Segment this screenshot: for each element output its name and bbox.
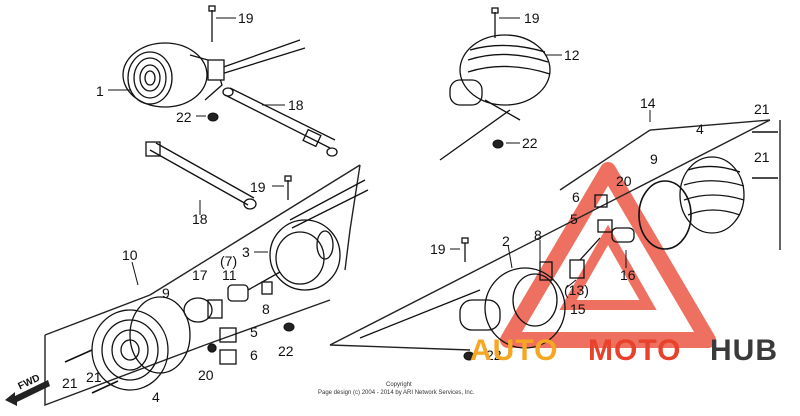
left-assembly-outline bbox=[44, 164, 361, 407]
part-18-stalk-bottom-icon bbox=[145, 141, 257, 210]
part-21-screws-right-icon bbox=[752, 131, 778, 179]
label-18: 18 bbox=[192, 211, 208, 227]
right-assembly-outline bbox=[329, 119, 781, 351]
label-22: 22 bbox=[522, 135, 538, 151]
label-20: 20 bbox=[198, 367, 214, 383]
label-16: 16 bbox=[620, 267, 636, 283]
label-14: 14 bbox=[640, 95, 656, 111]
label-19: 19 bbox=[250, 179, 266, 195]
part-17-bulb-icon bbox=[183, 297, 223, 323]
label-2: 2 bbox=[502, 233, 510, 249]
label-19: 19 bbox=[524, 10, 540, 26]
fwd-arrow-icon bbox=[5, 380, 50, 406]
watermark-hub: HUB bbox=[710, 334, 778, 367]
part-21-screws-left-icon bbox=[64, 349, 119, 394]
label-11: 11 bbox=[222, 267, 237, 283]
label-21: 21 bbox=[754, 149, 770, 165]
label-21: 21 bbox=[62, 375, 78, 391]
label-8: 8 bbox=[262, 301, 270, 317]
label-20: 20 bbox=[616, 173, 632, 189]
copyright-title: Copyright bbox=[386, 382, 412, 388]
label-10: 10 bbox=[122, 247, 138, 263]
part-3-socket-icon bbox=[269, 179, 369, 291]
label-3: 3 bbox=[242, 244, 250, 260]
watermark-auto: AUTO bbox=[470, 334, 559, 367]
parts-8-5-6-left-icon bbox=[207, 281, 273, 365]
label-8: 8 bbox=[534, 227, 542, 243]
label-4: 4 bbox=[696, 121, 704, 137]
label-19: 19 bbox=[238, 10, 254, 26]
label-5: 5 bbox=[570, 211, 578, 227]
label-13: (13) bbox=[564, 282, 589, 298]
label-6: 6 bbox=[572, 189, 580, 205]
label-4: 4 bbox=[152, 389, 160, 405]
parts-small-right-icon bbox=[539, 194, 635, 281]
label-22: 22 bbox=[486, 347, 502, 363]
part-12-housing-icon bbox=[439, 34, 551, 161]
watermark-moto: MOTO bbox=[588, 334, 682, 367]
label-17: 17 bbox=[192, 267, 208, 283]
label-7: (7) bbox=[220, 253, 238, 269]
part-9-gasket-icon bbox=[638, 180, 692, 250]
label-22: 22 bbox=[176, 109, 192, 125]
part-19-screws-icon bbox=[208, 5, 499, 262]
label-19: 19 bbox=[430, 241, 446, 257]
part-4-lens-right-icon bbox=[679, 156, 745, 234]
part-11-contact-icon bbox=[227, 271, 281, 302]
watermark-logo: AUTO MOTO HUB bbox=[470, 334, 796, 374]
label-21: 21 bbox=[86, 369, 102, 385]
part-4-lens-left-icon bbox=[91, 296, 191, 391]
label-12: 12 bbox=[564, 47, 580, 63]
label-6: 6 bbox=[250, 347, 258, 363]
label-18: 18 bbox=[288, 97, 304, 113]
part-1-housing-icon bbox=[122, 39, 306, 108]
label-22: 22 bbox=[278, 343, 294, 359]
label-15: 15 bbox=[570, 301, 586, 317]
watermark-triangle-icon bbox=[500, 162, 716, 348]
label-9: 9 bbox=[650, 151, 658, 167]
copyright-text: Page design (c) 2004 - 2014 by ARI Netwo… bbox=[318, 390, 475, 396]
part-22-nuts-icon bbox=[207, 112, 504, 361]
leader-lines bbox=[108, 17, 651, 355]
label-1: 1 bbox=[96, 83, 104, 99]
label-21: 21 bbox=[754, 101, 770, 117]
label-9: 9 bbox=[162, 285, 170, 301]
part-18-stalk-top-icon bbox=[222, 87, 338, 157]
part-2-socket-icon bbox=[359, 267, 566, 349]
label-5: 5 bbox=[250, 324, 258, 340]
